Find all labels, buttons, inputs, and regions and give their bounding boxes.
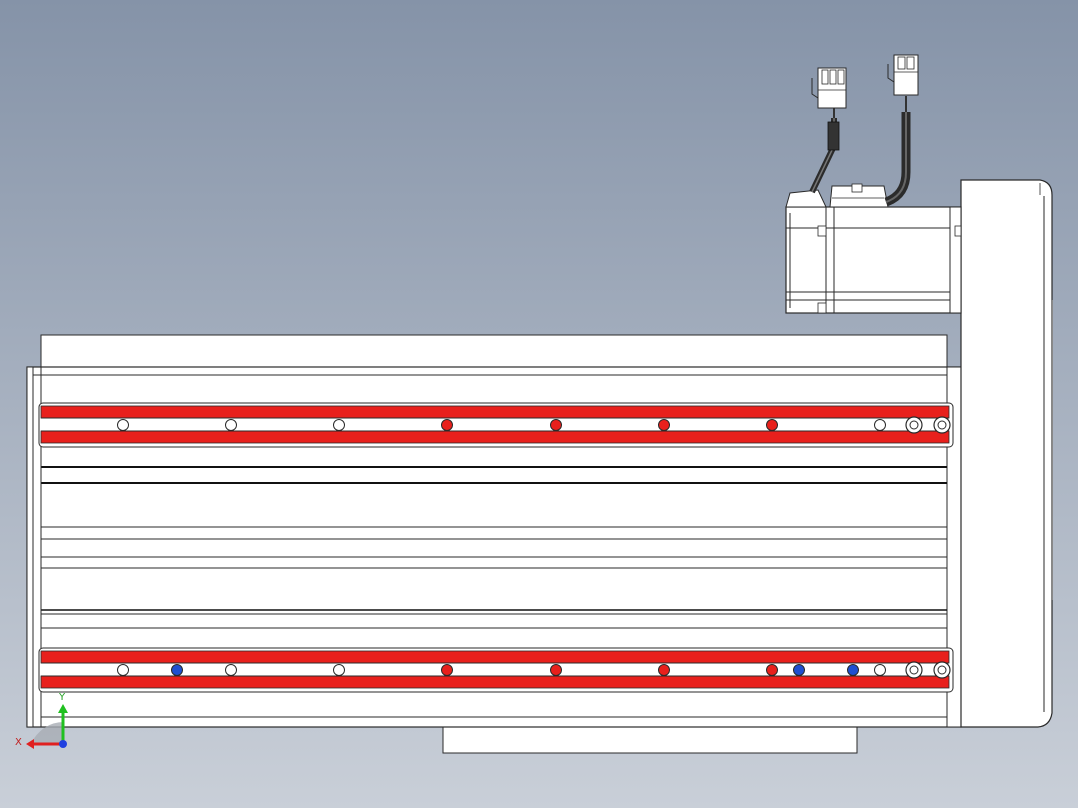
bottom-rail-hole-red — [658, 664, 670, 676]
top-rail-hole-red — [766, 419, 778, 431]
bottom-rail-hole-white — [225, 664, 237, 676]
servo-motor — [785, 183, 962, 314]
end-cap — [960, 179, 1053, 728]
x-axis-arrowhead — [26, 739, 34, 749]
rail-end-bolts — [905, 416, 951, 679]
bottom-rail-hole-blue — [171, 664, 183, 676]
top-rail-hole-white — [225, 419, 237, 431]
top-rail-hole-red — [550, 419, 562, 431]
coordinate-triad: X Y — [15, 692, 68, 749]
top-rail-stripe-lower — [40, 430, 950, 444]
bottom-rail-stripe-upper — [40, 650, 950, 664]
top-rail-holes — [117, 419, 886, 431]
top-rail-stripe-upper — [40, 405, 950, 419]
motor-cables — [809, 96, 911, 207]
base-plate — [442, 726, 858, 754]
y-axis-label: Y — [58, 692, 66, 703]
bottom-rail-hole-red — [766, 664, 778, 676]
top-rail — [38, 402, 954, 448]
encoder-connector — [811, 67, 847, 109]
bottom-rail-hole-blue — [847, 664, 859, 676]
x-axis-label: X — [15, 737, 22, 748]
z-axis-dot — [59, 740, 67, 748]
top-rail-hole-red — [658, 419, 670, 431]
top-rail-hole-white — [333, 419, 345, 431]
bottom-rail-hole-red — [441, 664, 453, 676]
bottom-rail — [38, 647, 954, 693]
bottom-rail-hole-white — [333, 664, 345, 676]
top-rail-hole-white — [117, 419, 129, 431]
power-connector — [887, 54, 919, 96]
bottom-rail-hole-white — [874, 664, 886, 676]
bottom-rail-hole-blue — [793, 664, 805, 676]
y-axis-arrowhead — [58, 704, 68, 713]
bottom-rail-hole-red — [550, 664, 562, 676]
top-cover — [40, 334, 948, 368]
top-rail-hole-red — [441, 419, 453, 431]
bottom-rail-hole-white — [117, 664, 129, 676]
bottom-rail-stripe-lower — [40, 675, 950, 689]
bottom-rail-holes — [117, 664, 886, 676]
top-rail-hole-white — [874, 419, 886, 431]
